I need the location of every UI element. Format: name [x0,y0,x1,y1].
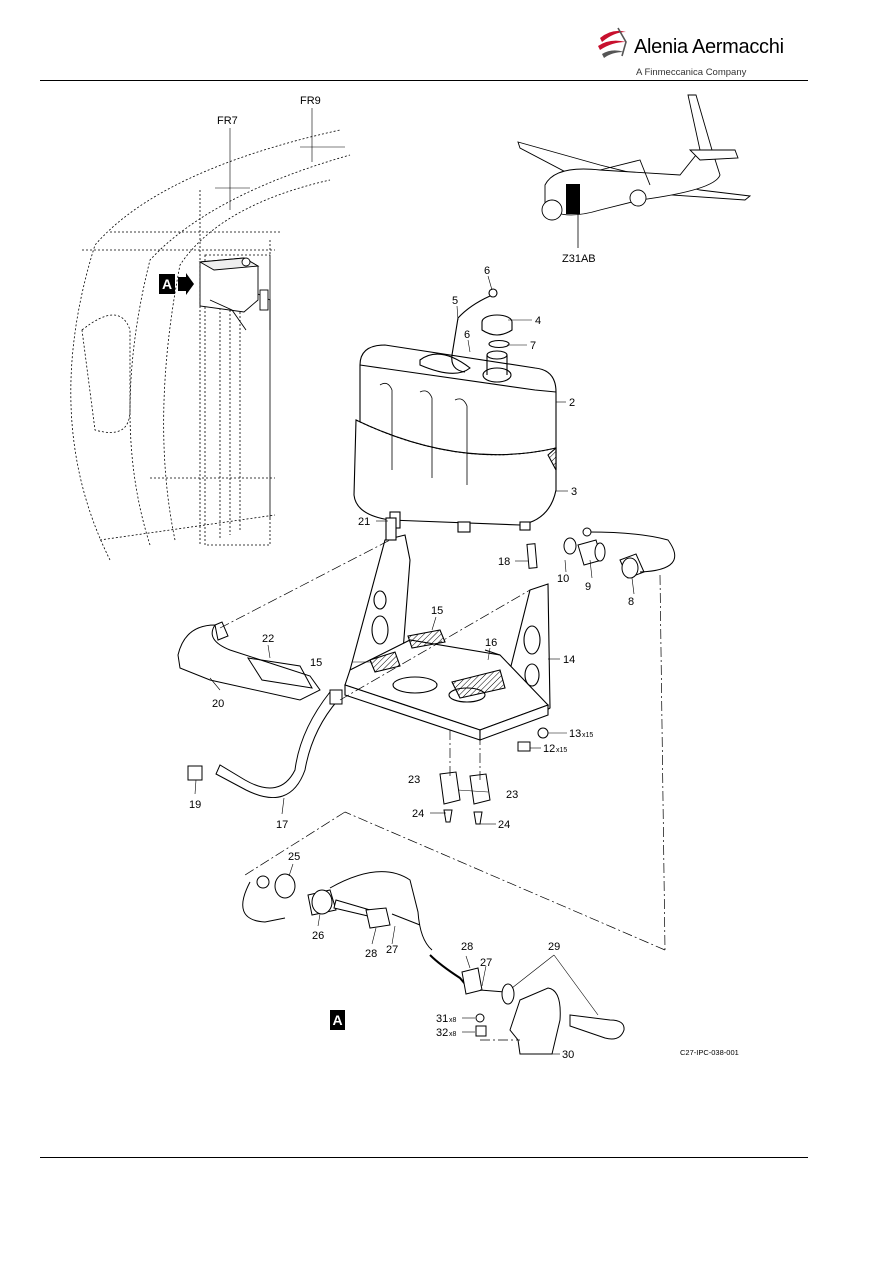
callout-13: 13 [569,728,581,740]
tank-installation-thumbnail [198,257,271,331]
callout-7: 7 [530,340,536,352]
callout-16: 16 [485,637,497,649]
assembly-phantom-lines [219,539,666,1041]
callout-15: 15 [431,605,443,617]
aircraft-locator-view [517,94,752,221]
zone-highlight [566,184,580,214]
callout-6: 6 [484,265,490,277]
callout-25: 25 [288,851,300,863]
footer-rule [40,1157,808,1158]
callout-2: 2 [569,397,575,409]
callout-13-qty: x15 [582,732,593,739]
view-a-marker-label: A [162,276,172,292]
callout-12-qty: x15 [556,747,567,754]
callout-22: 22 [262,633,274,645]
callout-9: 9 [585,581,591,593]
callout-8: 8 [628,596,634,608]
callout-32-qty: x8 [449,1031,457,1038]
callout-31: 31 [436,1013,448,1025]
callout-32: 32 [436,1027,448,1039]
callout-10: 10 [557,573,569,585]
frame-label-fr9: FR9 [300,95,321,107]
brand-name: Alenia Aermacchi [634,36,784,58]
callout-19: 19 [189,799,201,811]
callout-21: 21 [358,516,370,528]
callout-6: 6 [464,329,470,341]
callout-23: 23 [408,774,420,786]
callout-28: 28 [365,948,377,960]
tank-straps [177,621,343,798]
level-sensor-assembly [526,527,676,579]
frame-axis-lines [215,108,345,210]
callout-26: 26 [312,930,324,942]
callout-27: 27 [386,944,398,956]
callout-3: 3 [571,486,577,498]
cable-assembly-view-a [242,871,625,1055]
header-rule [40,80,808,81]
callout-leader-lines [194,275,635,1055]
fuselage-phantom-view [70,129,351,561]
brand-header: Alenia Aermacchi A Finmeccanica Company [596,24,796,80]
callout-23: 23 [506,789,518,801]
view-arrow-icon [178,273,194,295]
callout-5: 5 [452,295,458,307]
view-a-marker [159,274,175,294]
view-a-title: A [332,1012,342,1028]
callout-28: 28 [461,941,473,953]
brand-subtitle: A Finmeccanica Company [636,67,747,78]
callout-15: 15 [310,657,322,669]
figure-code: C27-IPC-038-001 [680,1048,739,1057]
callout-12: 12 [543,743,555,755]
alenia-swoosh-logo-icon [598,27,627,58]
water-tank-assembly [353,288,557,533]
callout-14: 14 [563,654,575,666]
frame-label-fr7: FR7 [217,115,238,127]
callout-27: 27 [480,957,492,969]
callout-4: 4 [535,315,541,327]
mount-fittings [439,727,549,825]
callout-31-qty: x8 [449,1017,457,1024]
callout-30: 30 [562,1049,574,1061]
callout-24: 24 [498,819,510,831]
callout-20: 20 [212,698,224,710]
callout-29: 29 [548,941,560,953]
zone-label: Z31AB [562,253,596,265]
callout-18: 18 [498,556,510,568]
callout-17: 17 [276,819,288,831]
view-a-title-box [330,1010,345,1030]
callout-numbers: 6 5 4 6 7 2 3 21 18 10 9 8 15 22 16 14 1… [189,265,634,1061]
callout-24: 24 [412,808,424,820]
tank-support-bracket [344,517,551,741]
